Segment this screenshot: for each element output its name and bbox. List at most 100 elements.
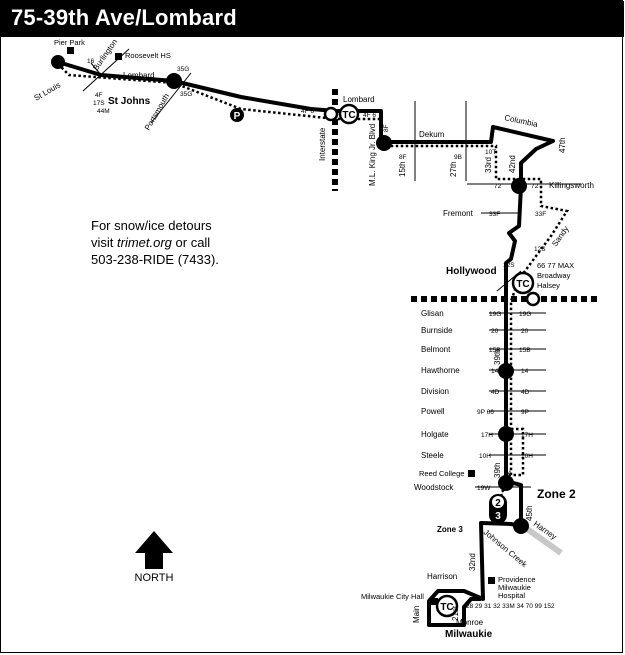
code-14-right: 14 xyxy=(521,368,529,375)
label-milwaukie-city-hall: Milwaukie City Hall xyxy=(361,592,424,601)
tc-label-hollywood: TC xyxy=(516,279,529,290)
street-39th-a: 39th xyxy=(493,349,502,365)
street-columbia: Columbia xyxy=(504,113,539,129)
code-33f-left: 33F xyxy=(489,211,500,218)
timepoint-woodstock xyxy=(498,475,514,491)
label-providence-1: Providence xyxy=(498,575,536,584)
street-powell: Powell xyxy=(421,407,445,416)
detour-line-2: visit trimet.org or call xyxy=(91,234,241,251)
code-35g-b: 35G xyxy=(180,91,192,98)
route-title: 75-39th Ave/Lombard xyxy=(11,5,237,30)
code-8f-a: 8F xyxy=(383,124,390,132)
trimet-link[interactable]: trimet.org xyxy=(117,235,172,250)
street-burnside: Burnside xyxy=(421,326,453,335)
detour-line-3: 503-238-RIDE (7433). xyxy=(91,252,219,267)
code-4f6-b: 4F 6 xyxy=(363,112,376,119)
code-8f-b: 8F xyxy=(399,154,407,161)
providence-icon xyxy=(488,577,495,584)
street-33rd: 33rd xyxy=(484,157,493,173)
code-14-left: 14 xyxy=(491,368,499,375)
label-max-line2: Broadway xyxy=(537,271,571,280)
cross-street-ticks xyxy=(82,48,581,488)
street-hawthorne: Hawthorne xyxy=(421,366,460,375)
timepoint-st-louis xyxy=(51,55,65,69)
code-milwaukie-routes: 28 29 31 32 33M 34 70 99 152 xyxy=(466,603,555,610)
street-15th: 15th xyxy=(398,161,407,177)
code-72-right: 72 xyxy=(531,183,539,190)
label-st-johns: St Johns xyxy=(108,96,151,107)
street-johnson-creek: Johnson Creek xyxy=(482,528,530,570)
code-16: 16 xyxy=(87,58,95,65)
stop-code-labels: 16 4F 17S 44M 35G 35G 4F 6 4F 6 8F 8F 9B… xyxy=(87,58,555,610)
label-max-line3: Halsey xyxy=(537,281,560,290)
north-label: NORTH xyxy=(135,572,174,584)
code-17s: 17S xyxy=(93,100,105,107)
label-pier-park: Pier Park xyxy=(54,38,85,47)
timepoint-hawthorne xyxy=(498,363,514,379)
label-max-line1: 66 77 MAX xyxy=(537,261,574,270)
street-21st: 21st xyxy=(451,605,460,621)
landmark-squares xyxy=(67,47,495,605)
code-9b: 9B xyxy=(454,154,462,161)
code-10t: 10T xyxy=(485,149,496,156)
code-19g-right: 19G xyxy=(519,311,531,318)
street-glisan: Glisan xyxy=(421,309,444,318)
street-harrison: Harrison xyxy=(427,572,457,581)
code-33f-right: 33F xyxy=(535,211,546,218)
street-fremont: Fremont xyxy=(443,209,474,218)
label-roosevelt-hs: Roosevelt HS xyxy=(125,51,171,60)
street-mlk: M.L. King Jr. Blvd xyxy=(368,124,377,186)
code-9p66-left: 9P 66 xyxy=(477,409,494,416)
code-44m: 44M xyxy=(97,108,110,115)
code-9p-right: 9P xyxy=(521,409,529,416)
code-74: 74 xyxy=(504,470,512,477)
timepoints xyxy=(51,55,529,534)
code-10h-left: 10H xyxy=(479,453,491,460)
label-providence-3: Hospital xyxy=(498,591,525,600)
code-35g-a: 35G xyxy=(177,66,189,73)
code-72-left: 72 xyxy=(494,183,502,190)
detour-note: For snow/ice detours visit trimet.org or… xyxy=(91,217,241,268)
zone-3-number: 3 xyxy=(495,511,501,522)
timepoint-mlk-dekum xyxy=(376,135,392,151)
code-19w: 19W xyxy=(477,485,491,492)
street-47th: 47th xyxy=(558,137,567,153)
city-hall-icon xyxy=(431,598,438,605)
code-4f: 4F xyxy=(95,92,103,99)
tc-label-milwaukie: TC xyxy=(440,602,453,613)
street-monroe: Monroe xyxy=(456,618,484,627)
timepoint-st-johns xyxy=(166,73,182,89)
roosevelt-hs-icon xyxy=(115,53,122,60)
code-19g-left: 19G xyxy=(489,311,501,318)
street-interstate: Interstate xyxy=(318,127,327,161)
main-route-line xyxy=(57,60,555,627)
zone-2-number: 2 xyxy=(495,498,501,509)
alt-route-dotted-holgate xyxy=(506,427,525,477)
street-45th: 45th xyxy=(525,505,534,521)
label-hollywood: Hollywood xyxy=(446,266,497,277)
street-division: Division xyxy=(421,387,449,396)
code-12s-b: 12S xyxy=(503,262,515,269)
label-reed-college: Reed College xyxy=(419,469,464,478)
street-32nd: 32nd xyxy=(468,553,477,571)
tc-label-lombard: TC xyxy=(342,110,355,121)
reed-college-icon xyxy=(468,470,475,477)
code-4d-right: 4D xyxy=(521,389,530,396)
code-15b-left: 15B xyxy=(489,347,501,354)
place-labels: Pier Park Roosevelt HS St Johns Hollywoo… xyxy=(54,38,576,640)
code-20-left: 20 xyxy=(491,328,499,335)
street-st-louis: St Louis xyxy=(33,80,63,102)
label-providence-2: Milwaukie xyxy=(498,583,531,592)
detour-line-2-suffix: or call xyxy=(171,235,211,250)
tc-milwaukie-icon: TC xyxy=(435,594,459,618)
street-main: Main xyxy=(412,606,421,623)
detour-line-1: For snow/ice detours xyxy=(91,218,212,233)
park-label: P xyxy=(234,111,241,122)
code-4f6: 4F 6 xyxy=(301,108,314,115)
street-39th-b: 39th xyxy=(493,462,502,478)
label-zone-3: Zone 3 xyxy=(437,525,463,534)
north-arrow-icon: NORTH xyxy=(135,531,174,584)
tc-lombard-icon: TC xyxy=(323,103,360,125)
